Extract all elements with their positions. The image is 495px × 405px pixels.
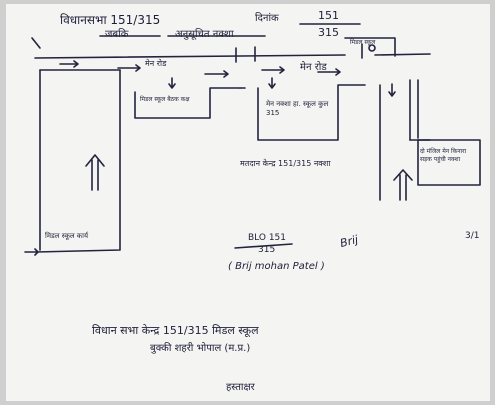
header-line2-left: जबकि xyxy=(105,29,129,40)
top-right-box-label: मिडल स्कूल xyxy=(350,39,376,46)
header-fraction-top: 151 xyxy=(318,9,339,22)
center-caption: मतदान केन्द्र 151/315 नक्शा xyxy=(240,159,331,168)
page-number: 3/1 xyxy=(465,231,480,241)
right-block xyxy=(417,139,481,186)
road-label-right: मेन रोड xyxy=(300,62,327,73)
footer-line1: विधान सभा केन्द्र 151/315 मिडल स्कूल xyxy=(92,324,259,337)
arrow-road-4 xyxy=(261,66,285,74)
left-mark xyxy=(31,37,41,49)
right-block-label: दो मंजिल मेन किनारा सड़क पहुंची नक्शा xyxy=(420,148,467,163)
signature-fraction-top: BLO 151 xyxy=(248,233,286,243)
footer-sign-label: हस्ताक्षर xyxy=(226,382,255,393)
top-right-box-mark xyxy=(368,44,376,52)
road-top-line xyxy=(34,54,346,59)
left-block xyxy=(134,87,241,119)
center-box xyxy=(257,84,366,141)
left-road-edge xyxy=(35,69,121,253)
arrow-down-right xyxy=(388,83,396,97)
arrow-road-3 xyxy=(204,70,229,78)
arrow-road-2 xyxy=(117,64,141,72)
header-line2-right: अनुसूचित नक्शा xyxy=(175,29,234,40)
road-label-left: मेन रोड xyxy=(145,59,167,68)
top-right-box xyxy=(344,37,396,57)
arrow-road-5 xyxy=(317,68,341,76)
header-date-label: दिनांक xyxy=(255,13,279,24)
road-top-line-right xyxy=(374,53,431,56)
arrow-up-left xyxy=(85,154,105,191)
signature-fraction-line xyxy=(234,243,293,249)
signature-fraction-bottom: 315 xyxy=(258,245,276,255)
arrow-down-center-box xyxy=(268,77,276,89)
footer-line2: बुक्की शहरी भोपाल (म.प्र.) xyxy=(150,343,251,354)
center-box-label: मेन नक्शा हा. स्कूल कुल 315 xyxy=(266,100,329,118)
arrow-left-entry xyxy=(24,248,39,256)
header-title: विधानसभा 151/315 xyxy=(60,13,161,27)
arrow-up-right xyxy=(393,169,413,201)
arrow-road-1 xyxy=(59,60,79,68)
bottom-left-label: मिडल स्कूल कार्य xyxy=(45,232,89,240)
arrow-down-left-block xyxy=(168,77,176,89)
header-fraction-bottom: 315 xyxy=(318,26,339,39)
left-block-label: मिडल स्कूल बैठक कक्ष xyxy=(140,96,190,103)
signature-name: ( Brij mohan Patel ) xyxy=(228,261,325,272)
